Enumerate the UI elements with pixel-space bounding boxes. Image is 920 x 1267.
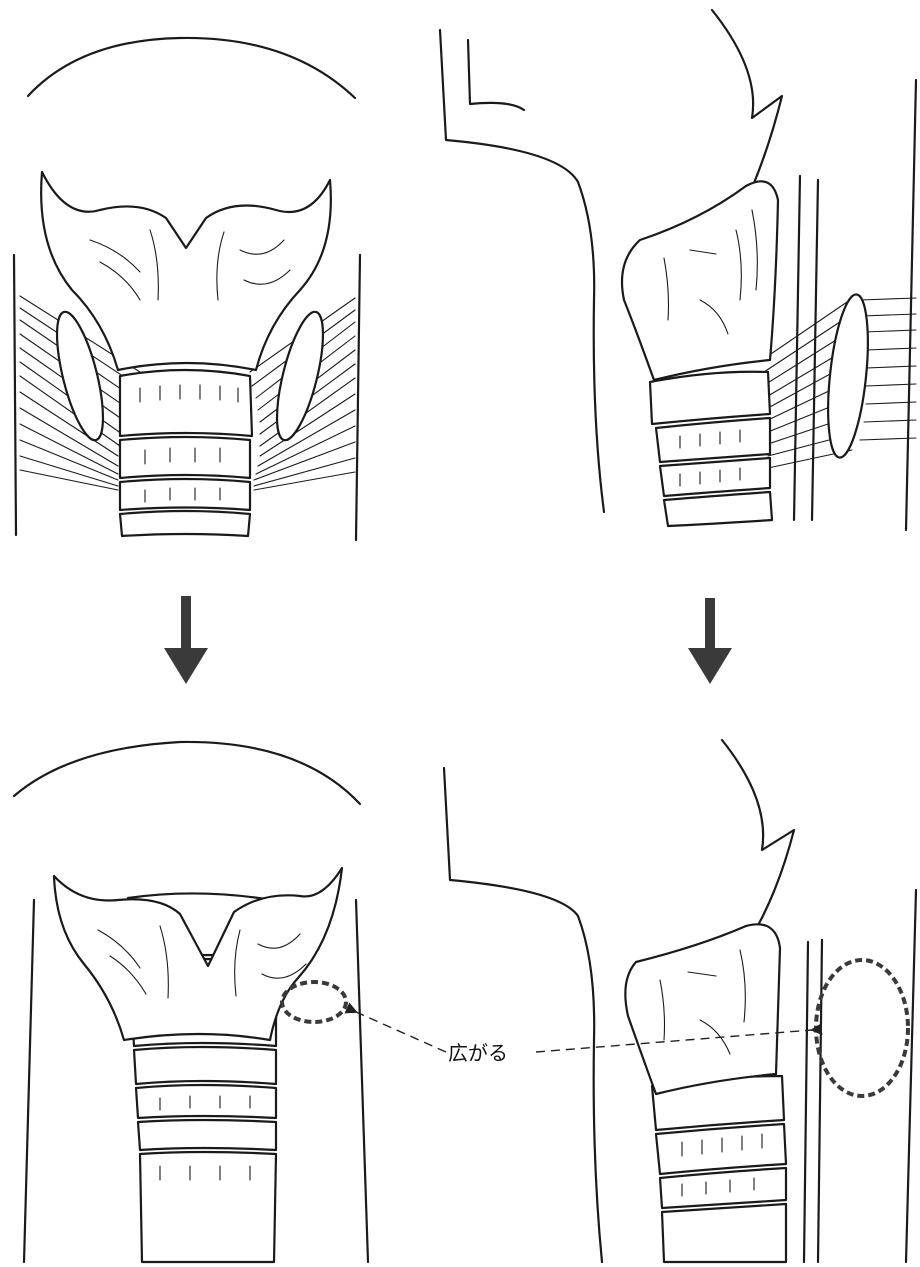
- neck-left-line: [14, 255, 16, 535]
- trachea: [120, 370, 252, 536]
- side-thyroid-cartilage-after: [625, 924, 780, 1094]
- panel-side-after: [444, 740, 916, 1262]
- arrow-side-down: [688, 598, 732, 684]
- leader-line-left: [356, 1012, 446, 1052]
- spine-line-outer-after: [818, 940, 822, 1262]
- thyroid-lobe-right: [268, 308, 333, 444]
- face-profile-after: [444, 768, 602, 1262]
- spine-line-inner-after: [804, 942, 808, 1262]
- expanded-space-side: [816, 960, 908, 1096]
- panel-front-after: [14, 742, 368, 1262]
- neck-left-line-after: [24, 900, 34, 1262]
- jaw-outline: [28, 38, 355, 98]
- side-trachea-after: [652, 1076, 786, 1262]
- spine-line-outer: [812, 180, 818, 520]
- spine-line-inner: [794, 176, 800, 520]
- side-thyroid-cartilage: [622, 181, 778, 380]
- panel-front-before: [14, 38, 360, 540]
- expands-label: 広がる: [448, 1041, 508, 1065]
- side-thyroid-lobe: [822, 293, 875, 460]
- neck-right-line: [356, 255, 360, 540]
- face-profile: [440, 30, 604, 512]
- jaw-interior-line: [468, 40, 524, 110]
- panel-side-before: [440, 10, 916, 530]
- back-line-after: [906, 890, 916, 1262]
- expanded-space-front: [282, 982, 346, 1022]
- jaw-outline-after: [14, 742, 360, 804]
- arrow-front-down: [164, 596, 208, 684]
- back-line: [906, 80, 916, 530]
- neck-right-line-after: [356, 900, 368, 1262]
- side-trachea: [650, 372, 772, 526]
